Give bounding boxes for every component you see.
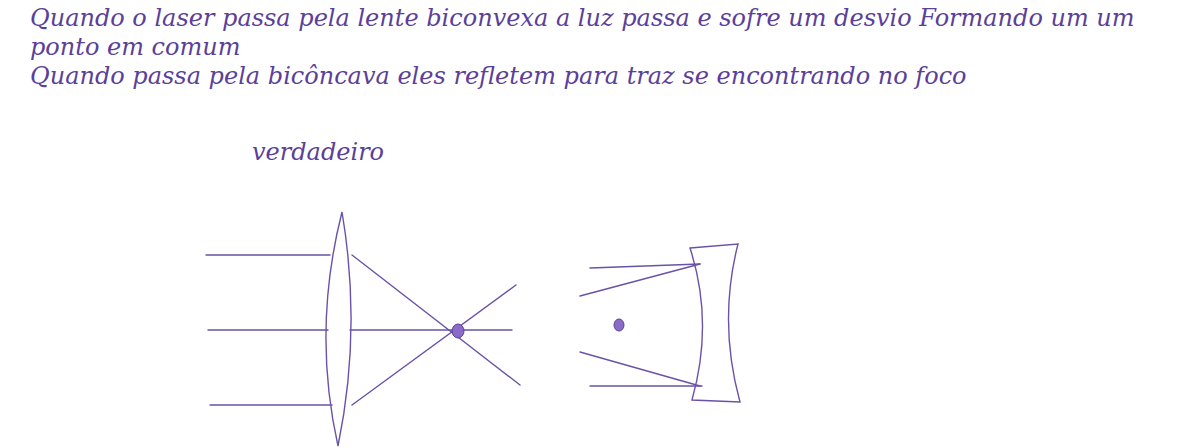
annotation-label: verdadeiro	[252, 138, 452, 167]
handwritten-note: Quando passa pela bicôncava eles reflete…	[30, 62, 1160, 91]
note-block: Quando o laser passa pela lente biconvex…	[30, 4, 1160, 62]
biconcave-lens	[690, 244, 740, 402]
refracted-ray	[352, 285, 516, 405]
diverging-ray	[580, 264, 700, 296]
incoming-ray	[590, 385, 702, 386]
refracted-ray	[352, 255, 520, 385]
incoming-ray	[206, 254, 330, 255]
incoming-ray	[590, 264, 700, 268]
incoming-ray	[210, 404, 332, 405]
refracted-ray	[350, 329, 512, 330]
incoming-ray	[208, 329, 328, 330]
focus-point	[614, 319, 624, 331]
handwritten-note: Quando o laser passa pela lente biconvex…	[30, 4, 1160, 62]
note-block: verdadeiro	[252, 138, 452, 167]
note-block: Quando passa pela bicôncava eles reflete…	[30, 62, 1160, 91]
biconvex-lens	[326, 212, 351, 446]
focus-point	[452, 324, 464, 338]
diverging-ray	[580, 352, 700, 386]
